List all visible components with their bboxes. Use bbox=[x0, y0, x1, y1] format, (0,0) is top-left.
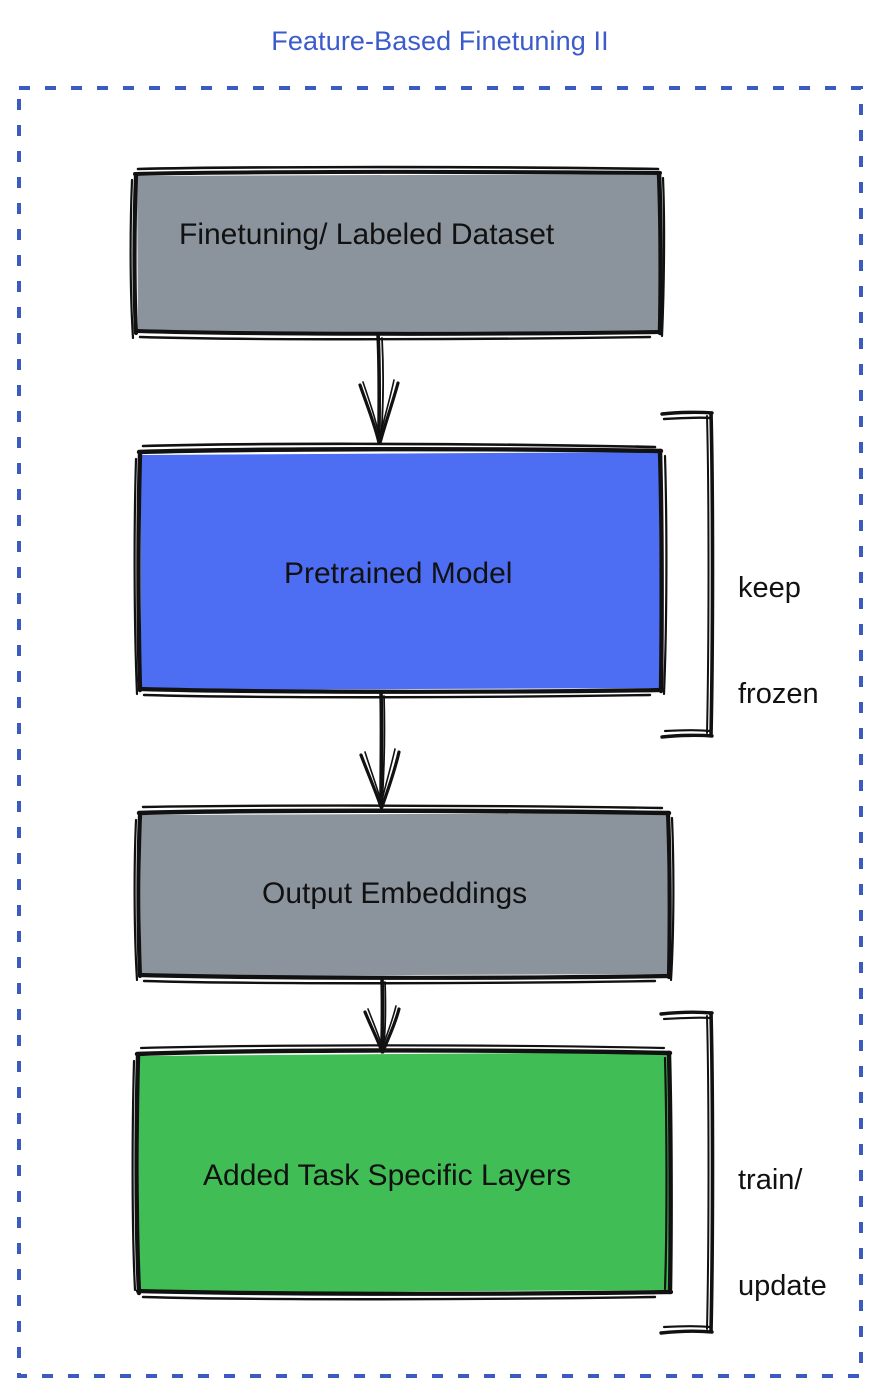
page-title: Feature-Based Finetuning II bbox=[271, 26, 609, 56]
node-dataset[interactable] bbox=[129, 165, 666, 341]
bracket-label-keep-frozen: keep frozen bbox=[738, 500, 819, 783]
bracket-label-train-update-line2: update bbox=[738, 1269, 827, 1302]
bracket-label-keep-frozen-line1: keep bbox=[738, 571, 801, 604]
arrow-embeddings-to-layers bbox=[363, 976, 401, 1054]
node-label-task-specific-layers: Added Task Specific Layers bbox=[203, 1159, 571, 1192]
bracket-label-train-update: train/ update bbox=[738, 1092, 827, 1375]
arrow-model-to-embeddings bbox=[359, 690, 401, 809]
node-label-pretrained-model: Pretrained Model bbox=[284, 557, 513, 590]
arrow-dataset-to-model bbox=[358, 332, 400, 445]
bracket-label-keep-frozen-line2: frozen bbox=[738, 677, 819, 710]
node-label-output-embeddings: Output Embeddings bbox=[262, 877, 528, 910]
bracket-train-update bbox=[659, 1010, 715, 1335]
bracket-label-train-update-line1: train/ bbox=[738, 1163, 803, 1196]
bracket-keep-frozen bbox=[660, 410, 715, 739]
node-label-dataset: Finetuning/ Labeled Dataset bbox=[179, 218, 555, 251]
